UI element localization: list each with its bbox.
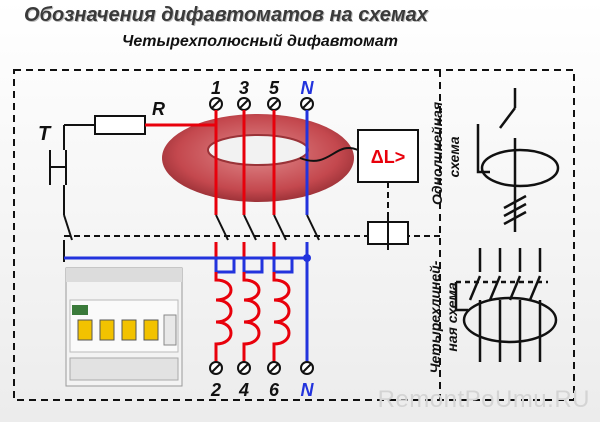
four-line-label: Четырехлиней- ная схема: [427, 253, 461, 381]
test-circuit: [49, 115, 216, 262]
bottom-label-4: 4: [238, 380, 249, 400]
bottom-terminal-labels: 2 4 6 N: [210, 380, 315, 400]
bottom-label-6: 6: [269, 380, 280, 400]
single-line-label-line1: Однолинейная: [429, 101, 445, 205]
phase-conductors: [214, 110, 276, 215]
page-subtitle: Четырехполюсный дифавтомат: [122, 33, 398, 50]
top-label-1: 1: [211, 78, 221, 98]
page-title: Обозначения дифавтоматов на схемах: [24, 4, 428, 26]
main-contacts: [215, 214, 320, 241]
label-test: T: [38, 123, 52, 145]
top-terminal-labels: 1 3 5 N: [211, 78, 315, 98]
four-line-label-line2: ная схема: [444, 282, 460, 352]
four-line-symbol: [454, 248, 558, 362]
top-label-5: 5: [269, 78, 280, 98]
thermal-elements: [214, 272, 291, 362]
neutral-junction: [303, 254, 311, 262]
relay-label: ΔL>: [371, 147, 405, 167]
top-terminals: [209, 97, 314, 111]
bottom-label-2: 2: [210, 380, 221, 400]
bottom-terminals: [209, 361, 314, 375]
device-photo: [65, 267, 183, 387]
top-label-n: N: [301, 78, 315, 98]
label-resistor: R: [152, 99, 165, 119]
top-label-3: 3: [239, 78, 249, 98]
bottom-label-n: N: [301, 380, 315, 400]
trip-mechanism: [367, 216, 409, 250]
single-line-label-line2: схема: [446, 136, 462, 178]
single-line-symbol: [476, 88, 560, 232]
single-line-label: Однолинейная схема: [429, 101, 463, 205]
device-frame: [13, 69, 575, 401]
four-line-label-line1: Четырехлиней-: [427, 260, 443, 374]
watermark: RemontPoUmu.RU: [377, 386, 590, 413]
